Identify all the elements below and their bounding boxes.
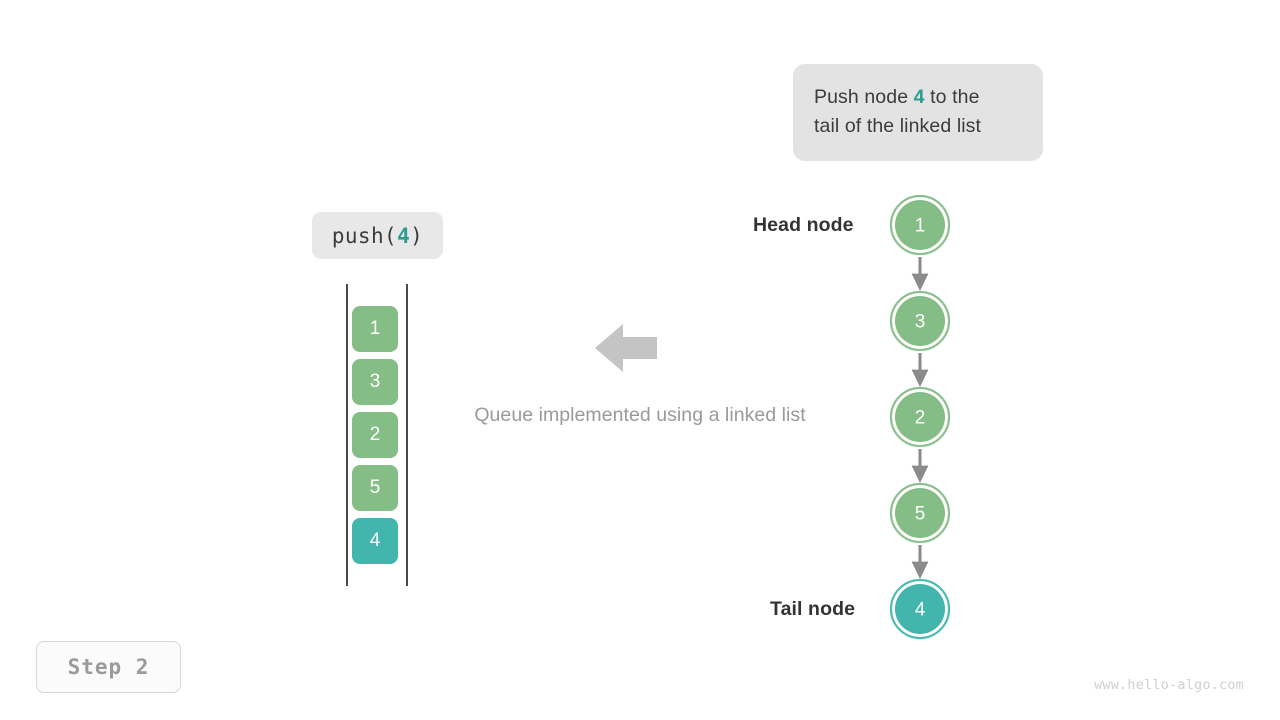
node-value: 2 bbox=[915, 408, 926, 429]
linked-list-container: 1 3 2 5 4 Head node Tail node bbox=[740, 180, 1000, 650]
queue-container: 1 3 2 5 4 bbox=[345, 284, 409, 586]
linked-list-graphic: 1 3 2 5 4 bbox=[889, 194, 951, 640]
queue-cell-value: 4 bbox=[369, 530, 381, 551]
step-badge: Step 2 bbox=[36, 641, 181, 693]
queue-right-rail bbox=[406, 284, 408, 586]
node-ring bbox=[889, 290, 951, 352]
linked-list-node: 5 bbox=[889, 482, 951, 544]
node-body bbox=[895, 392, 945, 442]
queue-cell-value: 1 bbox=[369, 318, 381, 339]
queue-cell-value: 3 bbox=[369, 371, 381, 392]
node-ring bbox=[889, 194, 951, 256]
tail-node-label: Tail node bbox=[770, 598, 856, 620]
node-body bbox=[895, 296, 945, 346]
queue-cell-value: 2 bbox=[369, 424, 381, 445]
queue-cell: 5 bbox=[352, 465, 398, 511]
linked-list-node: 4 bbox=[889, 578, 951, 640]
queue-cell: 3 bbox=[352, 359, 398, 405]
flow-arrow-left bbox=[595, 320, 657, 376]
node-value: 5 bbox=[915, 504, 926, 525]
linked-list-node: 2 bbox=[889, 386, 951, 448]
queue-cell: 2 bbox=[352, 412, 398, 458]
watermark: www.hello-algo.com bbox=[1094, 677, 1244, 693]
operation-badge: push(4) bbox=[312, 212, 443, 259]
head-node-label: Head node bbox=[753, 214, 854, 236]
linked-list-node: 3 bbox=[889, 290, 951, 352]
queue-cell: 1 bbox=[352, 306, 398, 352]
info-text-line2: tail of the linked list bbox=[814, 115, 982, 137]
node-value: 4 bbox=[915, 600, 926, 621]
node-ring bbox=[889, 386, 951, 448]
info-callout: Push node 4 to the tail of the linked li… bbox=[793, 64, 1043, 161]
node-ring bbox=[889, 578, 951, 640]
queue-left-rail bbox=[346, 284, 348, 586]
queue-caption: Queue implemented using a linked list bbox=[474, 404, 806, 426]
node-ring bbox=[889, 482, 951, 544]
node-body bbox=[895, 584, 945, 634]
operation-prefix: push( bbox=[331, 223, 398, 248]
queue-cell: 4 bbox=[352, 518, 398, 564]
node-value: 1 bbox=[915, 216, 926, 237]
operation-suffix: ) bbox=[410, 223, 424, 248]
linked-list-node: 1 bbox=[889, 194, 951, 256]
info-text-part2: to the bbox=[924, 86, 980, 108]
node-body bbox=[895, 200, 945, 250]
node-value: 3 bbox=[915, 312, 926, 333]
queue-cell-value: 5 bbox=[369, 477, 381, 498]
info-text-part1: Push node bbox=[814, 86, 914, 108]
node-body bbox=[895, 488, 945, 538]
operation-argument: 4 bbox=[397, 223, 411, 248]
info-highlight-value: 4 bbox=[913, 86, 925, 108]
